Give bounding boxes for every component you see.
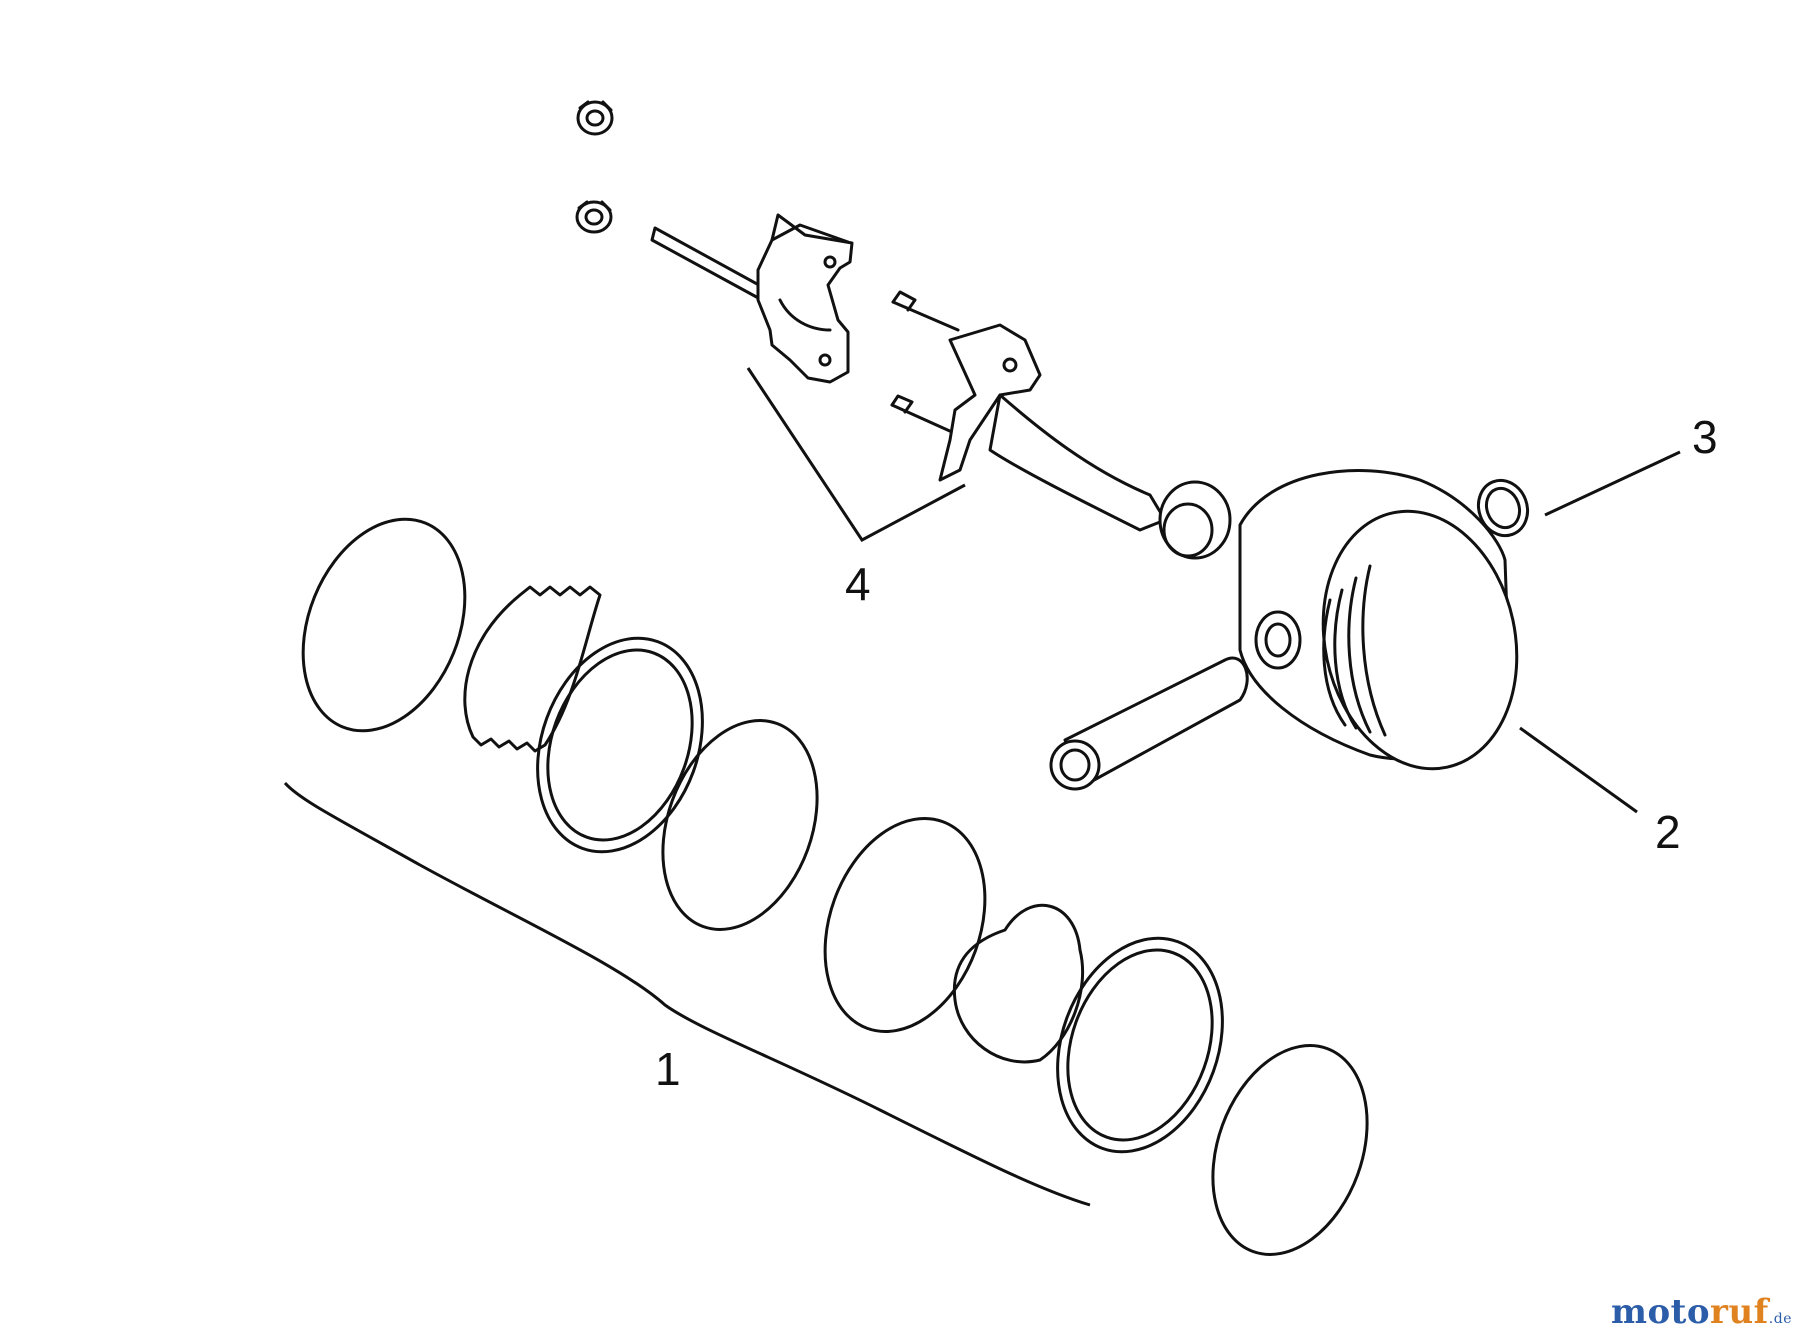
callout-4-leader xyxy=(746,367,966,542)
connecting-rod xyxy=(890,290,1232,560)
callout-2-label: 2 xyxy=(1655,806,1681,858)
callout-1-label: 1 xyxy=(655,1043,681,1095)
wrist-pin xyxy=(1049,656,1249,791)
callout-2-leader xyxy=(1519,726,1638,814)
nut-lower xyxy=(575,200,613,234)
callout-3-leader xyxy=(1544,450,1681,517)
callout-4-label: 4 xyxy=(845,558,871,610)
callout-3-label: 3 xyxy=(1692,411,1718,463)
ring-set-upper xyxy=(301,517,819,931)
nut-upper xyxy=(576,100,614,136)
rod-cap-with-dipper xyxy=(650,213,854,384)
ring-set-lower xyxy=(823,816,1369,1256)
retaining-clip xyxy=(1476,478,1530,538)
watermark-part-b: ruf xyxy=(1710,1292,1769,1332)
callout-1-brace xyxy=(283,781,1091,1207)
watermark-logo: motoruf.de xyxy=(1611,1292,1792,1332)
watermark-part-a: moto xyxy=(1610,1292,1711,1332)
piston xyxy=(1238,469,1519,771)
watermark-suffix: .de xyxy=(1768,1311,1792,1327)
